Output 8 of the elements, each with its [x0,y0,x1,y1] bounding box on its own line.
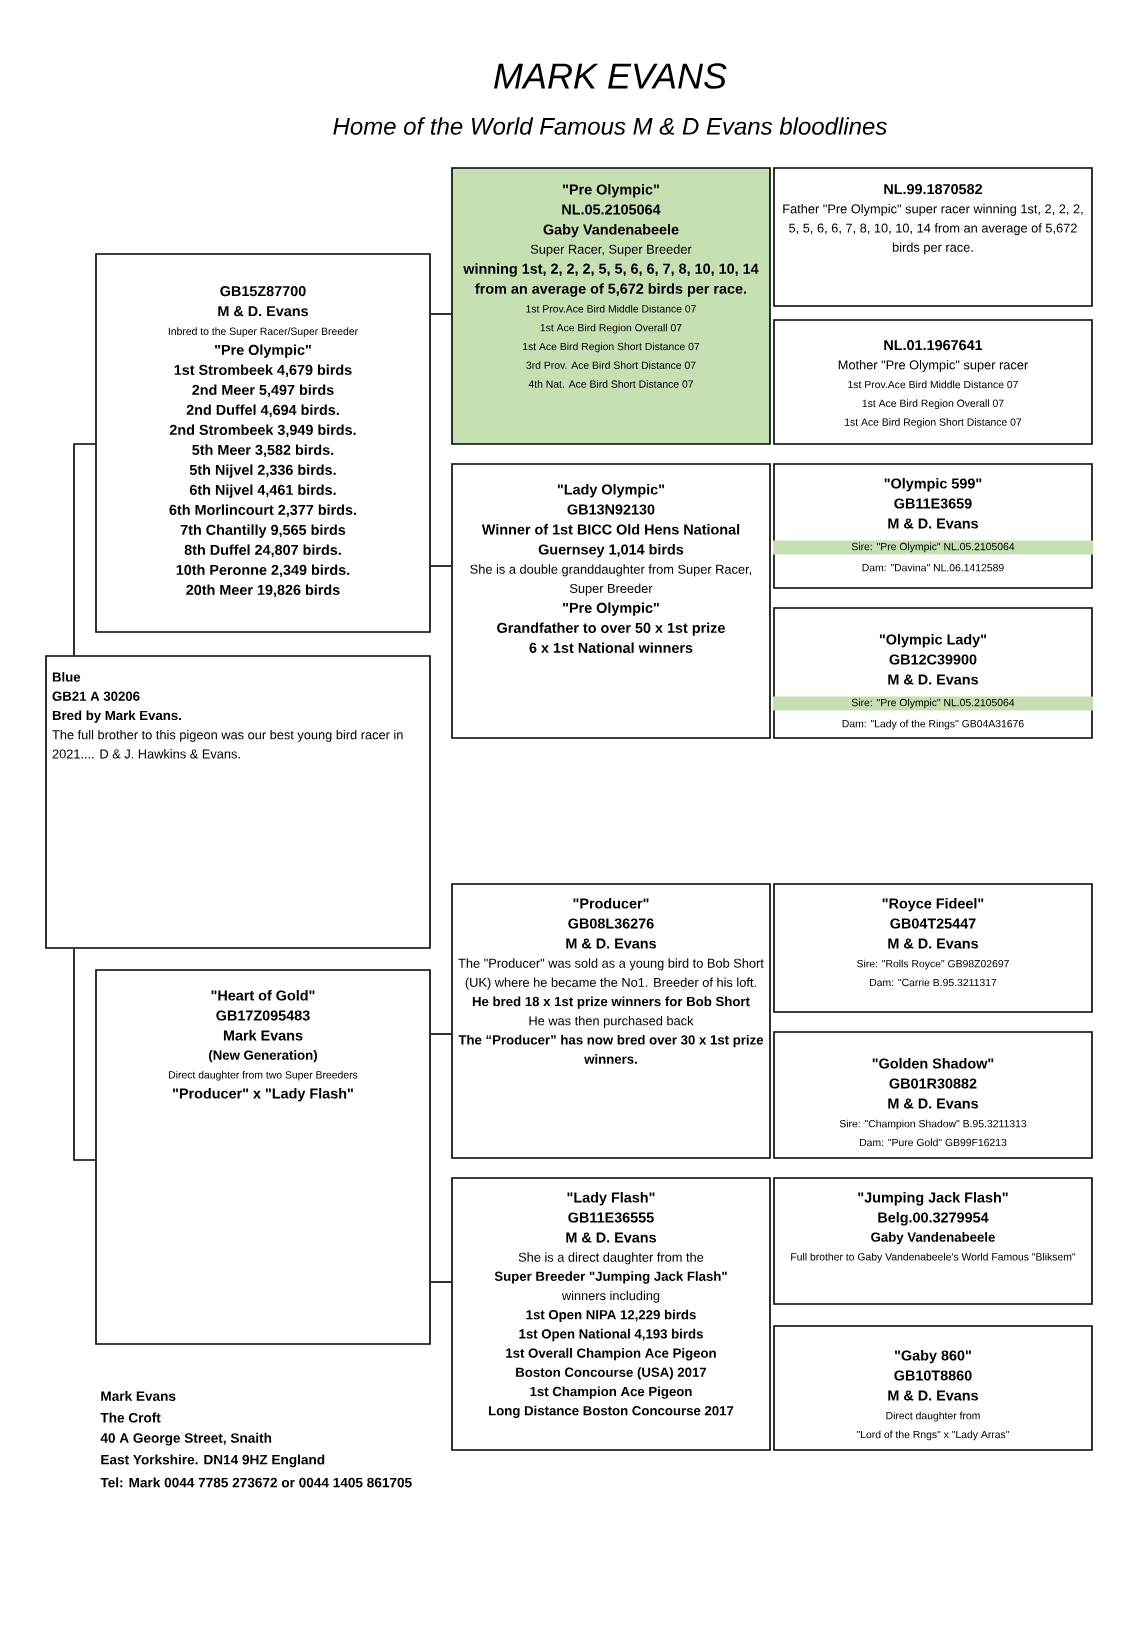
connector-line [430,1281,452,1283]
connector-line [430,1033,452,1035]
connector-line [73,443,96,656]
connector-line [73,948,96,1161]
subtitle: Home of the World Famous M & D Evans bloodlines [333,117,887,135]
connector-line [430,313,452,315]
title: MARK EVANS [494,63,727,89]
connector-line [430,565,452,567]
